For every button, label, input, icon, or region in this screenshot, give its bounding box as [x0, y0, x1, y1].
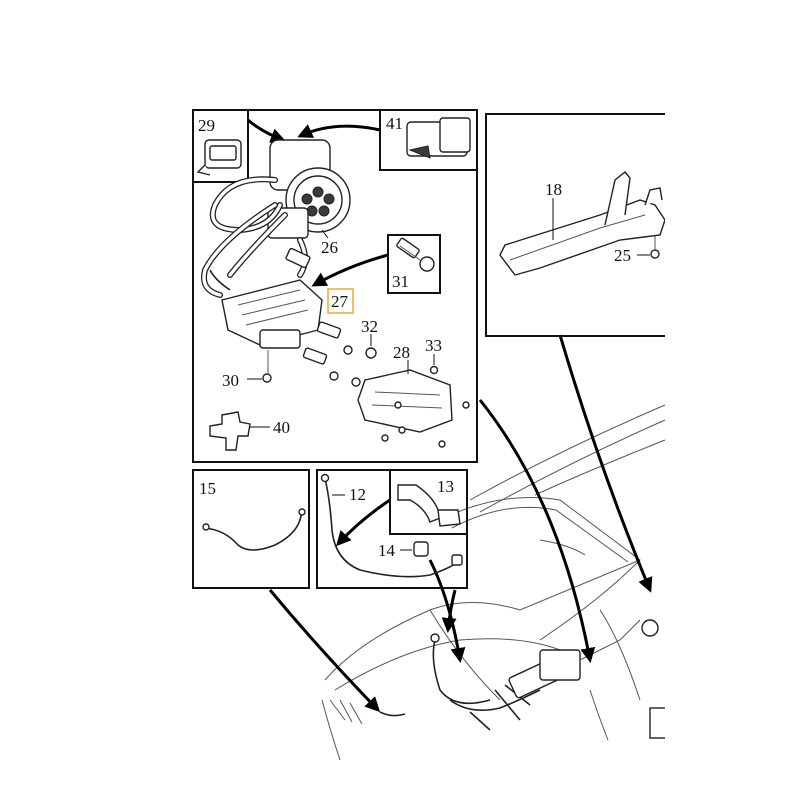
- callout-28: 28: [393, 343, 410, 362]
- highlight-box-27: [327, 288, 354, 314]
- callout-26: 26: [321, 238, 338, 257]
- cable-12: 12: [320, 473, 463, 578]
- charging-socket-26: 26: [267, 139, 351, 257]
- callout-15: 15: [199, 479, 216, 498]
- plate-40: 40: [209, 411, 290, 451]
- callout-13: 13: [437, 477, 454, 496]
- callout-32: 32: [361, 317, 378, 336]
- callout-29: 29: [198, 116, 215, 135]
- cable-harness: [201, 176, 311, 298]
- nut-32: 32: [361, 317, 378, 359]
- control-module-27: 27: [209, 269, 361, 387]
- inset-box-31: 31: [387, 234, 441, 294]
- screw-25: 25: [614, 236, 660, 265]
- callout-18: 18: [545, 180, 562, 199]
- inset-box-13: 13: [389, 469, 468, 535]
- cable-panel-12: 12 13 14: [316, 469, 468, 589]
- callout-33: 33: [425, 336, 442, 355]
- callout-40: 40: [273, 418, 290, 437]
- callout-27: 27: [331, 292, 349, 311]
- bracket-18: 18: [499, 171, 666, 276]
- bolt-30: 30: [222, 350, 272, 390]
- inset-box-29: 29: [192, 109, 249, 183]
- cable-panel-15: 15: [192, 469, 310, 589]
- callout-14: 14: [378, 541, 396, 560]
- callout-25: 25: [614, 246, 631, 265]
- callout-41: 41: [386, 114, 403, 133]
- vehicle-background-illustration: [321, 404, 667, 761]
- bracket-panel: 18 25: [485, 100, 800, 800]
- cover-28: 28: [357, 343, 470, 448]
- callout-12: 12: [349, 485, 366, 504]
- nut-14: 14: [378, 541, 429, 560]
- callout-31: 31: [392, 272, 409, 291]
- inset-box-41: 41: [379, 109, 478, 171]
- callout-30: 30: [222, 371, 239, 390]
- main-assembly-panel: 29 41 26: [192, 109, 478, 463]
- connection-arrows: [268, 334, 653, 713]
- screws-33: 33: [425, 336, 442, 375]
